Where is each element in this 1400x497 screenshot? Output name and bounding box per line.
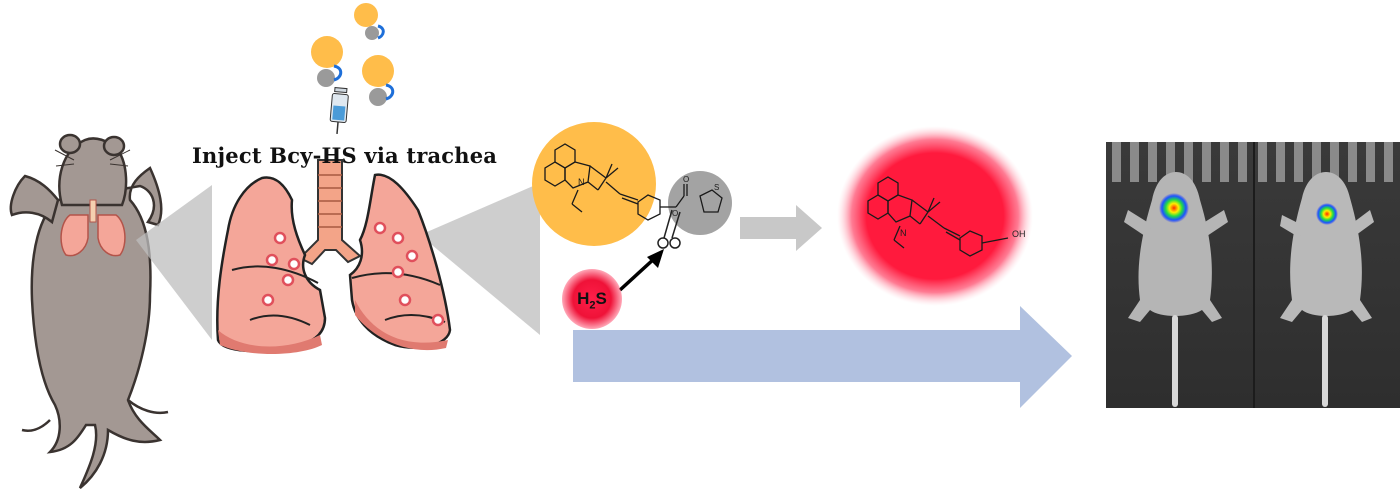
svg-text:O: O bbox=[683, 175, 689, 184]
scissors-icon bbox=[657, 209, 681, 249]
probe-particle bbox=[311, 36, 343, 87]
h2s-bubble: H2S bbox=[562, 269, 622, 329]
imaged-mouse-2 bbox=[1280, 172, 1374, 407]
conversion-arrow bbox=[740, 205, 822, 251]
h2s-text-sub: 2 bbox=[589, 299, 596, 312]
h2s-text-h: H bbox=[577, 289, 590, 308]
imaging-arrow bbox=[573, 306, 1072, 408]
injection-caption: Inject Bcy-HS via trachea bbox=[192, 143, 498, 168]
zoom-wedge-left bbox=[136, 185, 212, 340]
product-glow bbox=[837, 126, 1033, 306]
probe-fluorophore-sphere bbox=[532, 122, 656, 246]
svg-text:N: N bbox=[900, 228, 907, 238]
zoom-wedge-right bbox=[420, 183, 540, 335]
probe-recognition-sphere bbox=[668, 171, 732, 235]
svg-text:S: S bbox=[714, 183, 719, 192]
probe-particle bbox=[354, 3, 385, 40]
fluorescent-product: N bbox=[837, 126, 1033, 306]
product-oh-label: OH bbox=[1012, 229, 1026, 239]
imaging-holder-teeth bbox=[1112, 142, 1393, 182]
svg-text:O: O bbox=[672, 209, 678, 218]
fluorescence-signal-2 bbox=[1316, 203, 1338, 225]
probe-molecule: N O O S bbox=[532, 122, 732, 246]
svg-text:N: N bbox=[578, 177, 585, 187]
lungs-illustration bbox=[216, 159, 452, 355]
probe-particle bbox=[362, 55, 395, 106]
probe-particles bbox=[311, 3, 395, 106]
imaged-mouse-1 bbox=[1124, 172, 1228, 407]
fluorescence-signal-1 bbox=[1159, 193, 1189, 223]
reaction-arrow bbox=[618, 249, 664, 292]
mouse-illustration bbox=[9, 133, 169, 489]
h2s-text-s: S bbox=[595, 289, 607, 308]
in-vivo-image-panel bbox=[1106, 142, 1400, 408]
syringe-icon bbox=[329, 87, 349, 134]
